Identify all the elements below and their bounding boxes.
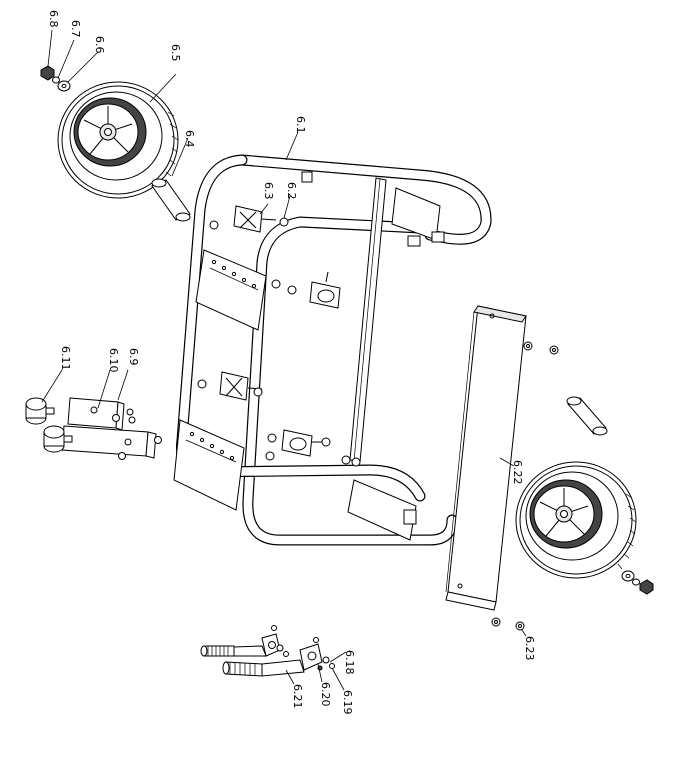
mount-lower-right [281,429,326,457]
rubber-foot-lower [43,425,73,453]
tire-tread-upper [159,111,179,188]
callout-6-7: 6.7 [69,20,82,38]
wheel-lower-right [515,461,637,579]
foot-bracket-lower [61,425,149,457]
engine-mounts [197,205,361,467]
callout-6-11: 6.11 [59,346,72,371]
frame-assembly [173,154,492,546]
callout-6-6: 6.6 [93,36,106,54]
callout-6-4: 6.4 [183,130,196,148]
axle-lower [566,396,608,436]
leader-lines [41,29,527,691]
callout-6-2: 6.2 [285,182,298,200]
callout-6-20: 6.20 [319,682,332,707]
callout-6-22: 6.22 [511,460,524,485]
lock-washer-6-7 [52,76,60,84]
callout-6-8: 6.8 [47,10,60,28]
frame-lower-bracket [347,479,417,541]
wheel-upper-left [57,81,179,199]
mount-nut [279,217,289,227]
handle-lower [222,643,323,677]
mount-upper-left [233,205,277,233]
callout-6-19: 6.19 [341,690,354,715]
mount-upper-right [309,271,341,309]
bar-nuts [491,341,559,631]
callout-6-10: 6.10 [107,348,120,373]
rubber-foot-upper [25,397,55,425]
handle-assembly [200,625,335,677]
foot-assembly [25,397,162,460]
callout-6-18: 6.18 [343,650,356,675]
callout-6-3: 6.3 [262,182,275,200]
axle-upper [151,178,191,222]
callout-6-21: 6.21 [291,684,304,709]
nut-6-8 [40,65,55,81]
callout-labels: 6.1 6.2 6.3 6.4 6.5 6.6 6.7 6.8 6.9 6.10… [47,10,536,715]
callout-6-9: 6.9 [127,348,140,366]
frame-tab [407,235,421,247]
callout-6-1: 6.1 [294,116,307,134]
frame-rail-left-lower [173,419,245,511]
support-bar-6-22 [445,305,527,611]
handle-upper [200,633,281,657]
rail-holes [189,259,257,461]
nut-lower [639,579,654,595]
frame-rail-left-upper [195,249,267,331]
callout-6-23: 6.23 [523,636,536,661]
callout-6-5: 6.5 [169,44,182,62]
